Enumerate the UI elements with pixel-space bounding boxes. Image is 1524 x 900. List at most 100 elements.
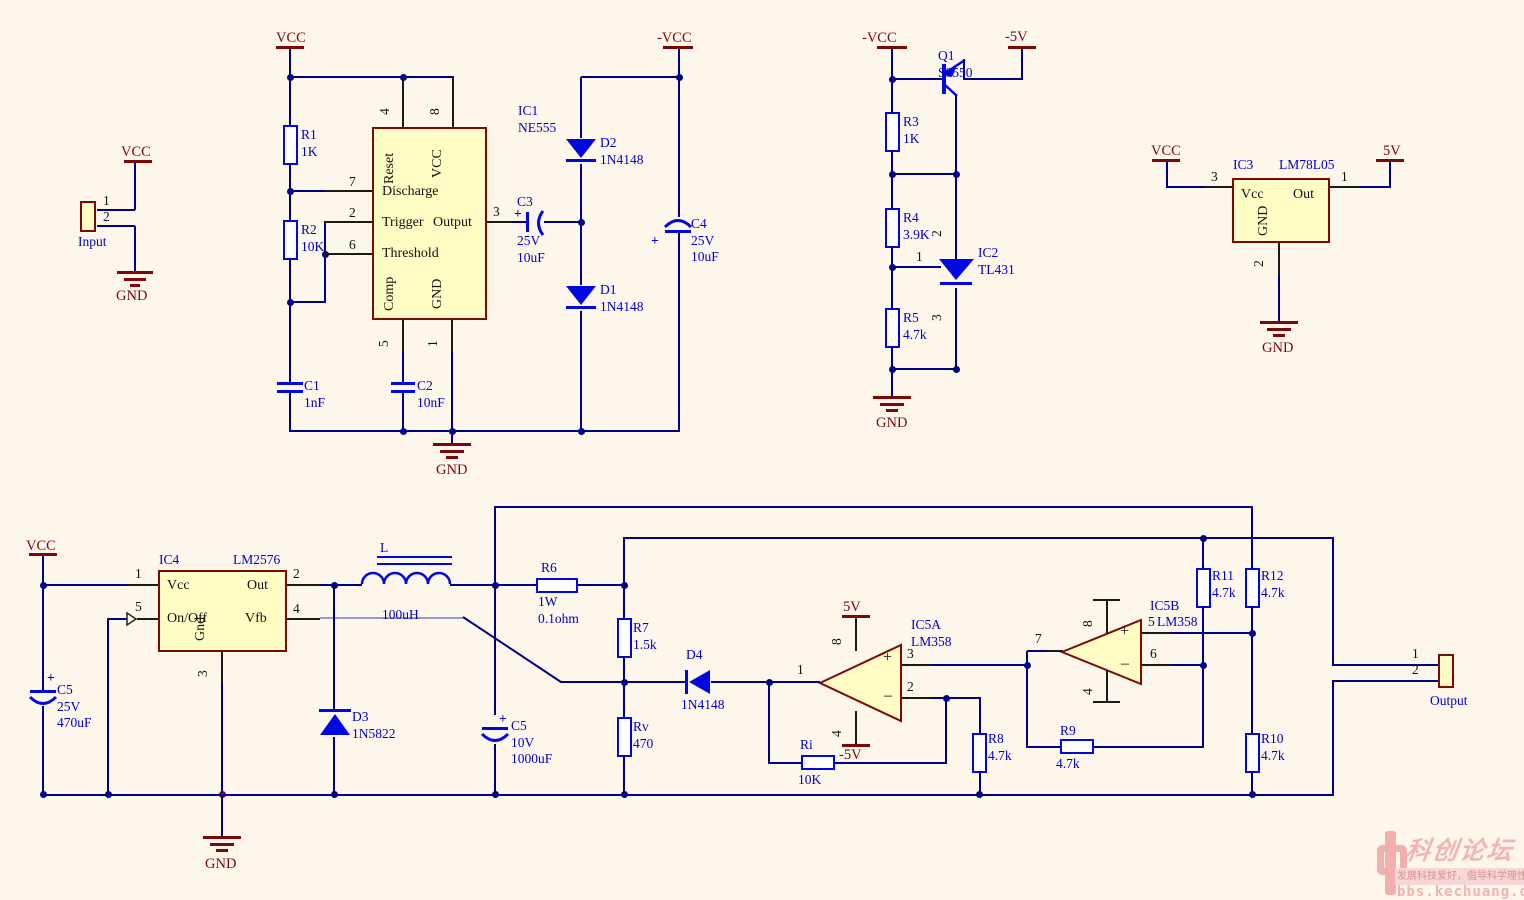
ic5a-plus: + <box>883 649 893 666</box>
pin-number: 2 <box>293 566 300 581</box>
ref: Input <box>78 234 107 249</box>
wire <box>1332 680 1438 682</box>
wire <box>678 77 680 217</box>
wire <box>494 744 496 795</box>
value: 10uF <box>691 249 719 264</box>
value: 1N4148 <box>681 697 725 712</box>
ref: C5 <box>511 718 527 733</box>
capacitor-c5-input <box>30 690 56 693</box>
net-label-vcc: VCC <box>276 30 306 46</box>
pin-number: 2 <box>349 205 356 220</box>
value: 4.7k <box>903 326 927 342</box>
value: S8550 <box>938 64 973 80</box>
pin-number: 4 <box>293 601 300 616</box>
ic1-pin-name: VCC <box>430 149 445 178</box>
c5-input-plus: + <box>47 670 55 687</box>
value: 10K <box>301 238 325 254</box>
wire <box>623 586 625 618</box>
wire <box>1026 746 1060 748</box>
net-label-p5: 5V <box>843 599 861 615</box>
wire <box>333 737 335 795</box>
wire <box>402 352 404 383</box>
pin-number: 6 <box>1150 646 1157 661</box>
diode-d3 <box>319 709 351 735</box>
value: 470uF <box>57 715 92 730</box>
value: LM2576 <box>233 552 281 567</box>
wire <box>580 77 582 138</box>
wire <box>289 163 291 192</box>
ic5a-body <box>817 643 902 723</box>
pin-number: 2 <box>1251 260 1266 267</box>
ref: C5 <box>57 682 73 697</box>
ref: R12 <box>1261 568 1284 583</box>
wire <box>891 80 893 112</box>
watermark-logo <box>1385 831 1396 895</box>
capacitor-c5-input-curve <box>28 695 58 705</box>
pin-stub <box>324 221 372 223</box>
power-bar <box>842 744 870 747</box>
resistor-r10 <box>1245 733 1260 773</box>
pin-number: 3 <box>493 204 500 219</box>
value: 4.7k <box>988 747 1012 763</box>
gnd-bar <box>216 849 228 852</box>
value: 1K <box>301 143 318 159</box>
wire <box>334 584 362 586</box>
net-label-gnd: GND <box>436 462 468 478</box>
c3-label: C3 <box>517 194 533 211</box>
resistor-r5 <box>885 308 900 348</box>
pin-number: 7 <box>1035 631 1042 646</box>
gnd-bar <box>210 843 234 846</box>
pin-stub <box>1141 664 1171 666</box>
power-bar <box>29 553 57 556</box>
wire <box>1278 275 1280 321</box>
ref: R10 <box>1261 731 1284 746</box>
wire <box>289 190 325 192</box>
wire <box>221 795 223 836</box>
voltage: 10V <box>511 734 535 750</box>
pin-number: 1 <box>797 662 804 677</box>
wire <box>931 664 1029 666</box>
power-bar <box>1152 159 1180 162</box>
power-bar <box>1008 46 1036 49</box>
wire <box>495 584 536 586</box>
ri-ref: Ri <box>800 737 813 754</box>
pin-number: 3 <box>929 314 944 321</box>
ref: Q1 <box>938 48 955 63</box>
l-ref: L <box>380 540 388 557</box>
value: LM78L05 <box>1279 157 1335 172</box>
voltage: 25V <box>691 232 715 248</box>
resistor-r3 <box>885 112 900 152</box>
value: 1000uF <box>511 751 553 766</box>
ic4-body <box>158 570 287 652</box>
wire <box>289 76 454 78</box>
capacitor-c5-output <box>482 727 508 730</box>
wire <box>580 222 582 285</box>
wire <box>623 538 625 585</box>
ic3-body <box>1232 178 1330 243</box>
wire <box>577 584 625 586</box>
wire <box>289 49 291 77</box>
pin-number: 2 <box>929 230 944 237</box>
pin-number: 2 <box>907 679 914 694</box>
value: 100uH <box>382 607 419 622</box>
value: 1.5k <box>633 636 657 652</box>
value: LM358 <box>1157 614 1198 629</box>
resistor-r12 <box>1245 568 1260 608</box>
value: 10K <box>798 772 822 787</box>
r6-ref: R6 <box>541 560 557 577</box>
gnd-bar <box>124 278 146 281</box>
capacitor-c4-curve <box>663 219 693 229</box>
wire <box>1171 664 1204 666</box>
diode-d2 <box>566 139 596 162</box>
wire <box>324 222 326 303</box>
ic3-pin-name: Vcc <box>1241 187 1264 202</box>
ic4-pin-name: Gnd <box>193 616 208 641</box>
pin-stub <box>402 77 404 127</box>
